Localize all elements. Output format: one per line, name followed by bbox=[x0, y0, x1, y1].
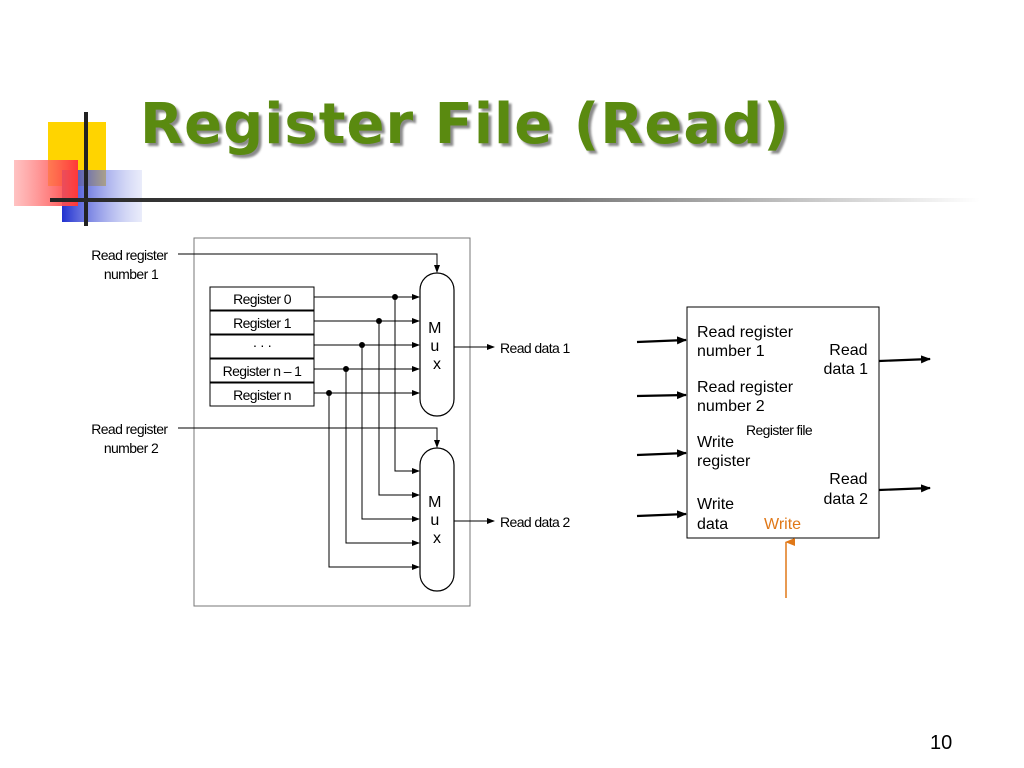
mux-1 bbox=[419, 272, 455, 417]
select-wire-1 bbox=[178, 253, 440, 273]
label-read-register-number-1: Read register number 1 bbox=[91, 247, 171, 282]
page-number: 10 bbox=[930, 732, 953, 754]
left-mux-diagram: Read register number 1 Read register num… bbox=[91, 237, 571, 607]
register-dots-label: · · · bbox=[253, 337, 272, 353]
mux-2-label: M u x bbox=[428, 494, 446, 547]
junction-dots bbox=[326, 294, 398, 396]
select-wires bbox=[178, 253, 440, 448]
select-wire-2 bbox=[178, 427, 440, 448]
output-arrow-read-data-2 bbox=[878, 484, 931, 493]
port-read-register-number-2: Read register number 2 bbox=[697, 379, 798, 415]
label-read-register-number-2: Read register number 2 bbox=[91, 421, 171, 456]
port-read-data-2: Read data 2 bbox=[824, 471, 872, 508]
port-read-data-1: Read data 1 bbox=[824, 342, 872, 378]
register-1-label: Register 1 bbox=[233, 315, 292, 331]
input-arrow-write-data bbox=[636, 510, 687, 519]
input-arrow-read-reg-1 bbox=[636, 336, 687, 345]
port-write-register: Write register bbox=[697, 434, 751, 470]
register-file-box bbox=[686, 306, 880, 539]
mux-2 bbox=[419, 447, 455, 592]
register-0-label: Register 0 bbox=[233, 291, 292, 307]
register-file-label: Register file bbox=[746, 422, 813, 438]
register-file-block-diagram: Read register number 1 Read register num… bbox=[636, 306, 931, 598]
deco-vertical-line bbox=[84, 112, 88, 226]
output-arrows bbox=[878, 355, 931, 493]
register-dots-box bbox=[209, 334, 315, 359]
input-arrow-write-reg bbox=[636, 449, 687, 458]
register-n-minus-1-label: Register n – 1 bbox=[223, 363, 303, 379]
register-n-minus-1-box bbox=[209, 358, 315, 383]
register-stack bbox=[209, 286, 315, 407]
register-1-box bbox=[209, 310, 315, 335]
mux-2-input-wires bbox=[328, 297, 420, 570]
input-arrow-read-reg-2 bbox=[636, 391, 687, 400]
output-arrow-read-data-1 bbox=[878, 355, 931, 364]
register-n-box bbox=[209, 382, 315, 407]
slide-title: Register File (Read) bbox=[140, 92, 790, 157]
title-rule bbox=[50, 198, 980, 202]
mux-1-label: M u x bbox=[428, 320, 446, 373]
register-0-box bbox=[209, 286, 315, 311]
read-data-2-label: Read data 2 bbox=[500, 514, 570, 530]
port-write-data: Write data bbox=[697, 496, 739, 533]
outer-frame bbox=[193, 237, 471, 607]
mux-1-input-wires bbox=[314, 294, 420, 396]
input-arrows bbox=[636, 336, 687, 519]
write-control-label: Write bbox=[764, 516, 801, 533]
corner-decoration bbox=[14, 112, 980, 226]
register-n-label: Register n bbox=[233, 387, 291, 403]
port-read-register-number-1: Read register number 1 bbox=[697, 324, 798, 360]
read-data-1-label: Read data 1 bbox=[500, 340, 570, 356]
